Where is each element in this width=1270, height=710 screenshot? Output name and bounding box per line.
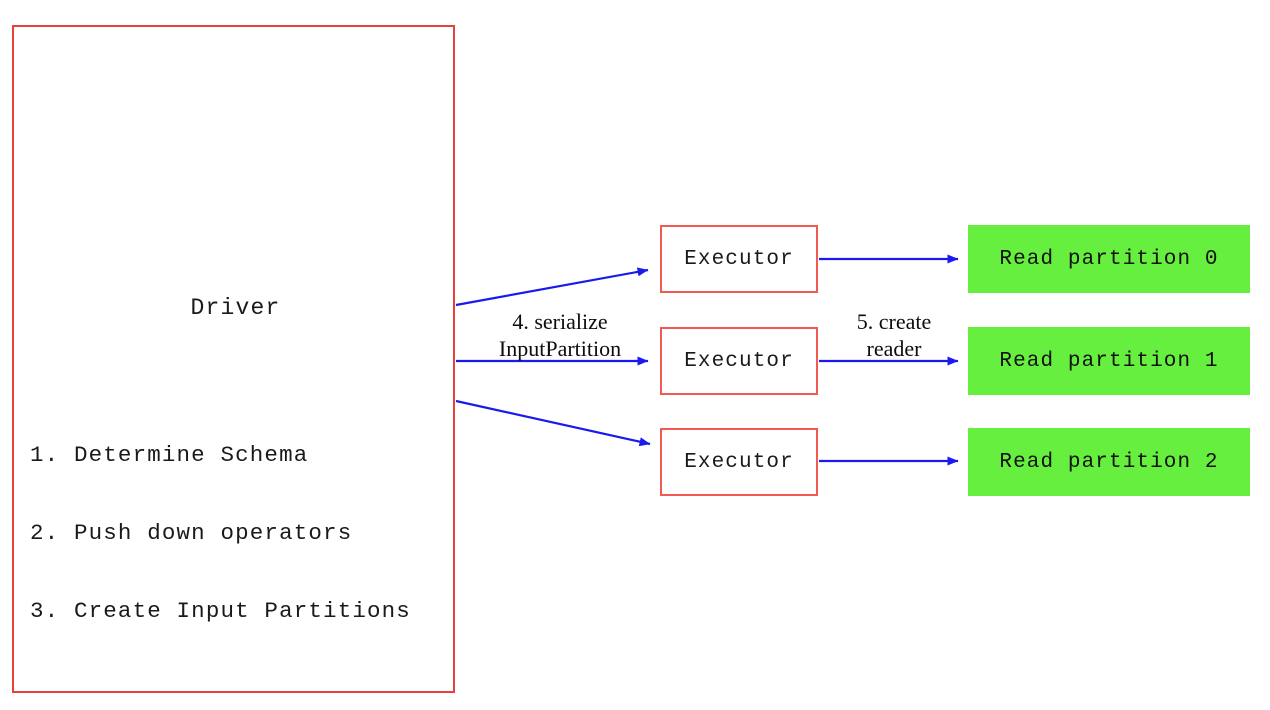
driver-title: Driver xyxy=(190,295,281,321)
arrow-driver-to-executor-3 xyxy=(455,399,651,447)
partition-label-1: Read partition 1 xyxy=(999,349,1219,373)
arrow-label-create-reader-line-1: 5. create xyxy=(856,309,932,334)
partition-box-0: Read partition 0 xyxy=(968,225,1250,293)
executor-box-2: Executor xyxy=(660,327,818,395)
arrow-label-create-reader-line-2: reader xyxy=(866,336,922,361)
executor-label-1: Executor xyxy=(684,247,794,271)
executor-label-3: Executor xyxy=(684,450,794,474)
arrow-label-serialize: 4. serialize InputPartition xyxy=(455,308,665,362)
arrow-label-serialize-line-2: InputPartition xyxy=(498,336,622,361)
arrow-label-serialize-line-1: 4. serialize xyxy=(512,309,608,334)
partition-box-2: Read partition 2 xyxy=(968,428,1250,496)
executor-box-1: Executor xyxy=(660,225,818,293)
partition-label-2: Read partition 2 xyxy=(999,450,1219,474)
driver-box: Driver 1. Determine Schema 2. Push down … xyxy=(12,25,455,693)
executor-box-3: Executor xyxy=(660,428,818,496)
driver-step-2: 2. Push down operators xyxy=(30,520,353,546)
driver-steps-list: 1. Determine Schema 2. Push down operato… xyxy=(30,390,450,676)
arrow-label-create-reader: 5. create reader xyxy=(820,308,968,362)
driver-step-1: 1. Determine Schema xyxy=(30,442,309,468)
partition-label-0: Read partition 0 xyxy=(999,247,1219,271)
partition-box-1: Read partition 1 xyxy=(968,327,1250,395)
executor-label-2: Executor xyxy=(684,349,794,373)
driver-step-3: 3. Create Input Partitions xyxy=(30,598,411,624)
arrow-driver-to-executor-1 xyxy=(455,267,649,307)
